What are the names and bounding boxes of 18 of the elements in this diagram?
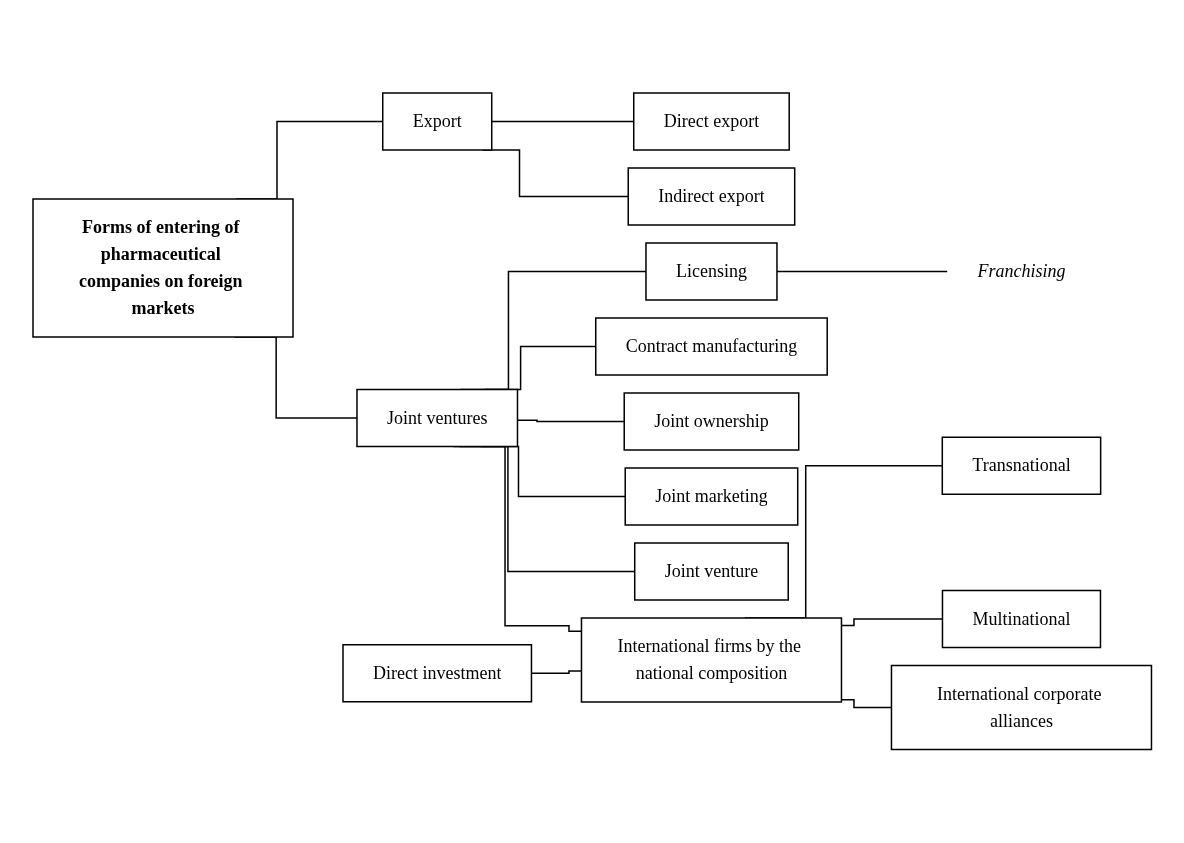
node-box: International firms by the national composition bbox=[580, 617, 842, 703]
node-box: Transnational bbox=[941, 436, 1102, 496]
node-text: Franchising bbox=[977, 261, 1066, 282]
node-box: Forms of entering of pharmaceutical companies on foreign markets bbox=[32, 198, 294, 338]
node-box: Multinational bbox=[941, 590, 1101, 649]
node-box: Joint ownership bbox=[623, 392, 800, 451]
node-box: Joint marketing bbox=[624, 467, 799, 526]
node-box: Joint ventures bbox=[356, 389, 518, 448]
node-box: Direct investment bbox=[342, 644, 532, 703]
node-box: Joint venture bbox=[633, 542, 789, 601]
node-box: Indirect export bbox=[627, 167, 796, 226]
node-box: Export bbox=[381, 92, 493, 151]
node-box: Contract manufacturing bbox=[594, 317, 828, 376]
connector bbox=[840, 699, 892, 709]
node-box: Direct export bbox=[632, 92, 790, 151]
node-box: International corporate alliances bbox=[890, 665, 1152, 751]
connector bbox=[776, 271, 948, 273]
node-box: Licensing bbox=[645, 242, 778, 301]
